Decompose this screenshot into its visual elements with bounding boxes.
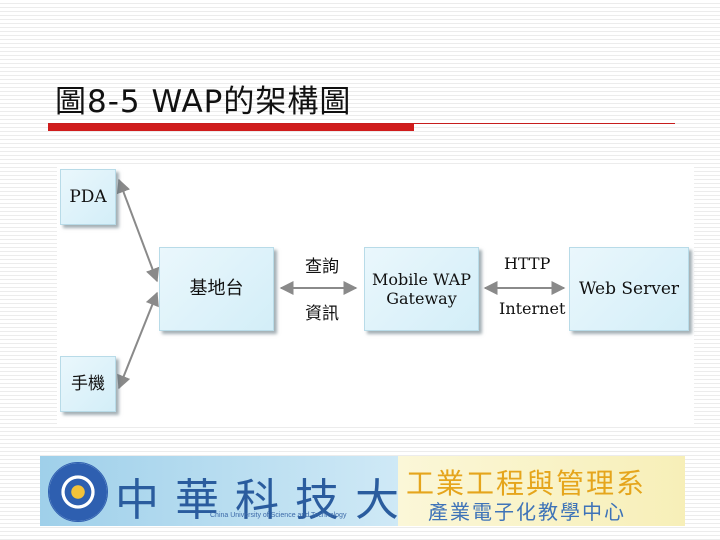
university-english-name: China University of Science and Technolo…	[210, 512, 347, 519]
center-name: 產業電子化教學中心	[428, 500, 626, 524]
phone-to-base-arrow	[117, 291, 159, 390]
pda-label: PDA	[69, 186, 107, 207]
gateway-box: Mobile WAP Gateway	[364, 247, 479, 331]
query-label: 查詢	[305, 257, 339, 277]
wap-architecture-diagram: PDA 手機 基地台 Mobile WAP Gateway Web Server…	[57, 166, 694, 426]
diagram-connectors	[116, 178, 566, 390]
gateway-label-line2: Gateway	[386, 289, 457, 308]
mobile-phone-label: 手機	[71, 373, 105, 394]
gateway-label-line1: Mobile WAP	[371, 269, 471, 289]
slide-title: 圖8-5 WAP的架構圖	[55, 84, 352, 120]
university-seal-icon	[48, 462, 108, 522]
mobile-phone-box: 手機	[60, 356, 116, 412]
web-server-box: Web Server	[569, 247, 689, 331]
base-station-box: 基地台	[159, 247, 274, 331]
pda-to-base-arrow	[116, 178, 160, 283]
base-station-label: 基地台	[189, 278, 244, 300]
internet-label: Internet	[499, 299, 566, 318]
web-server-label: Web Server	[578, 278, 680, 299]
department-name: 工業工程與管理系	[406, 467, 647, 500]
information-label: 資訊	[305, 304, 339, 324]
title-underline-thin	[48, 123, 675, 124]
university-banner: 中華科技大學 China University of Science and T…	[40, 456, 459, 526]
http-label: HTTP	[504, 254, 551, 273]
footer-banner: 中華科技大學 China University of Science and T…	[40, 456, 685, 526]
pda-box: PDA	[60, 169, 116, 225]
title-underline-accent	[48, 124, 414, 131]
department-banner: 工業工程與管理系 產業電子化教學中心	[398, 456, 685, 526]
